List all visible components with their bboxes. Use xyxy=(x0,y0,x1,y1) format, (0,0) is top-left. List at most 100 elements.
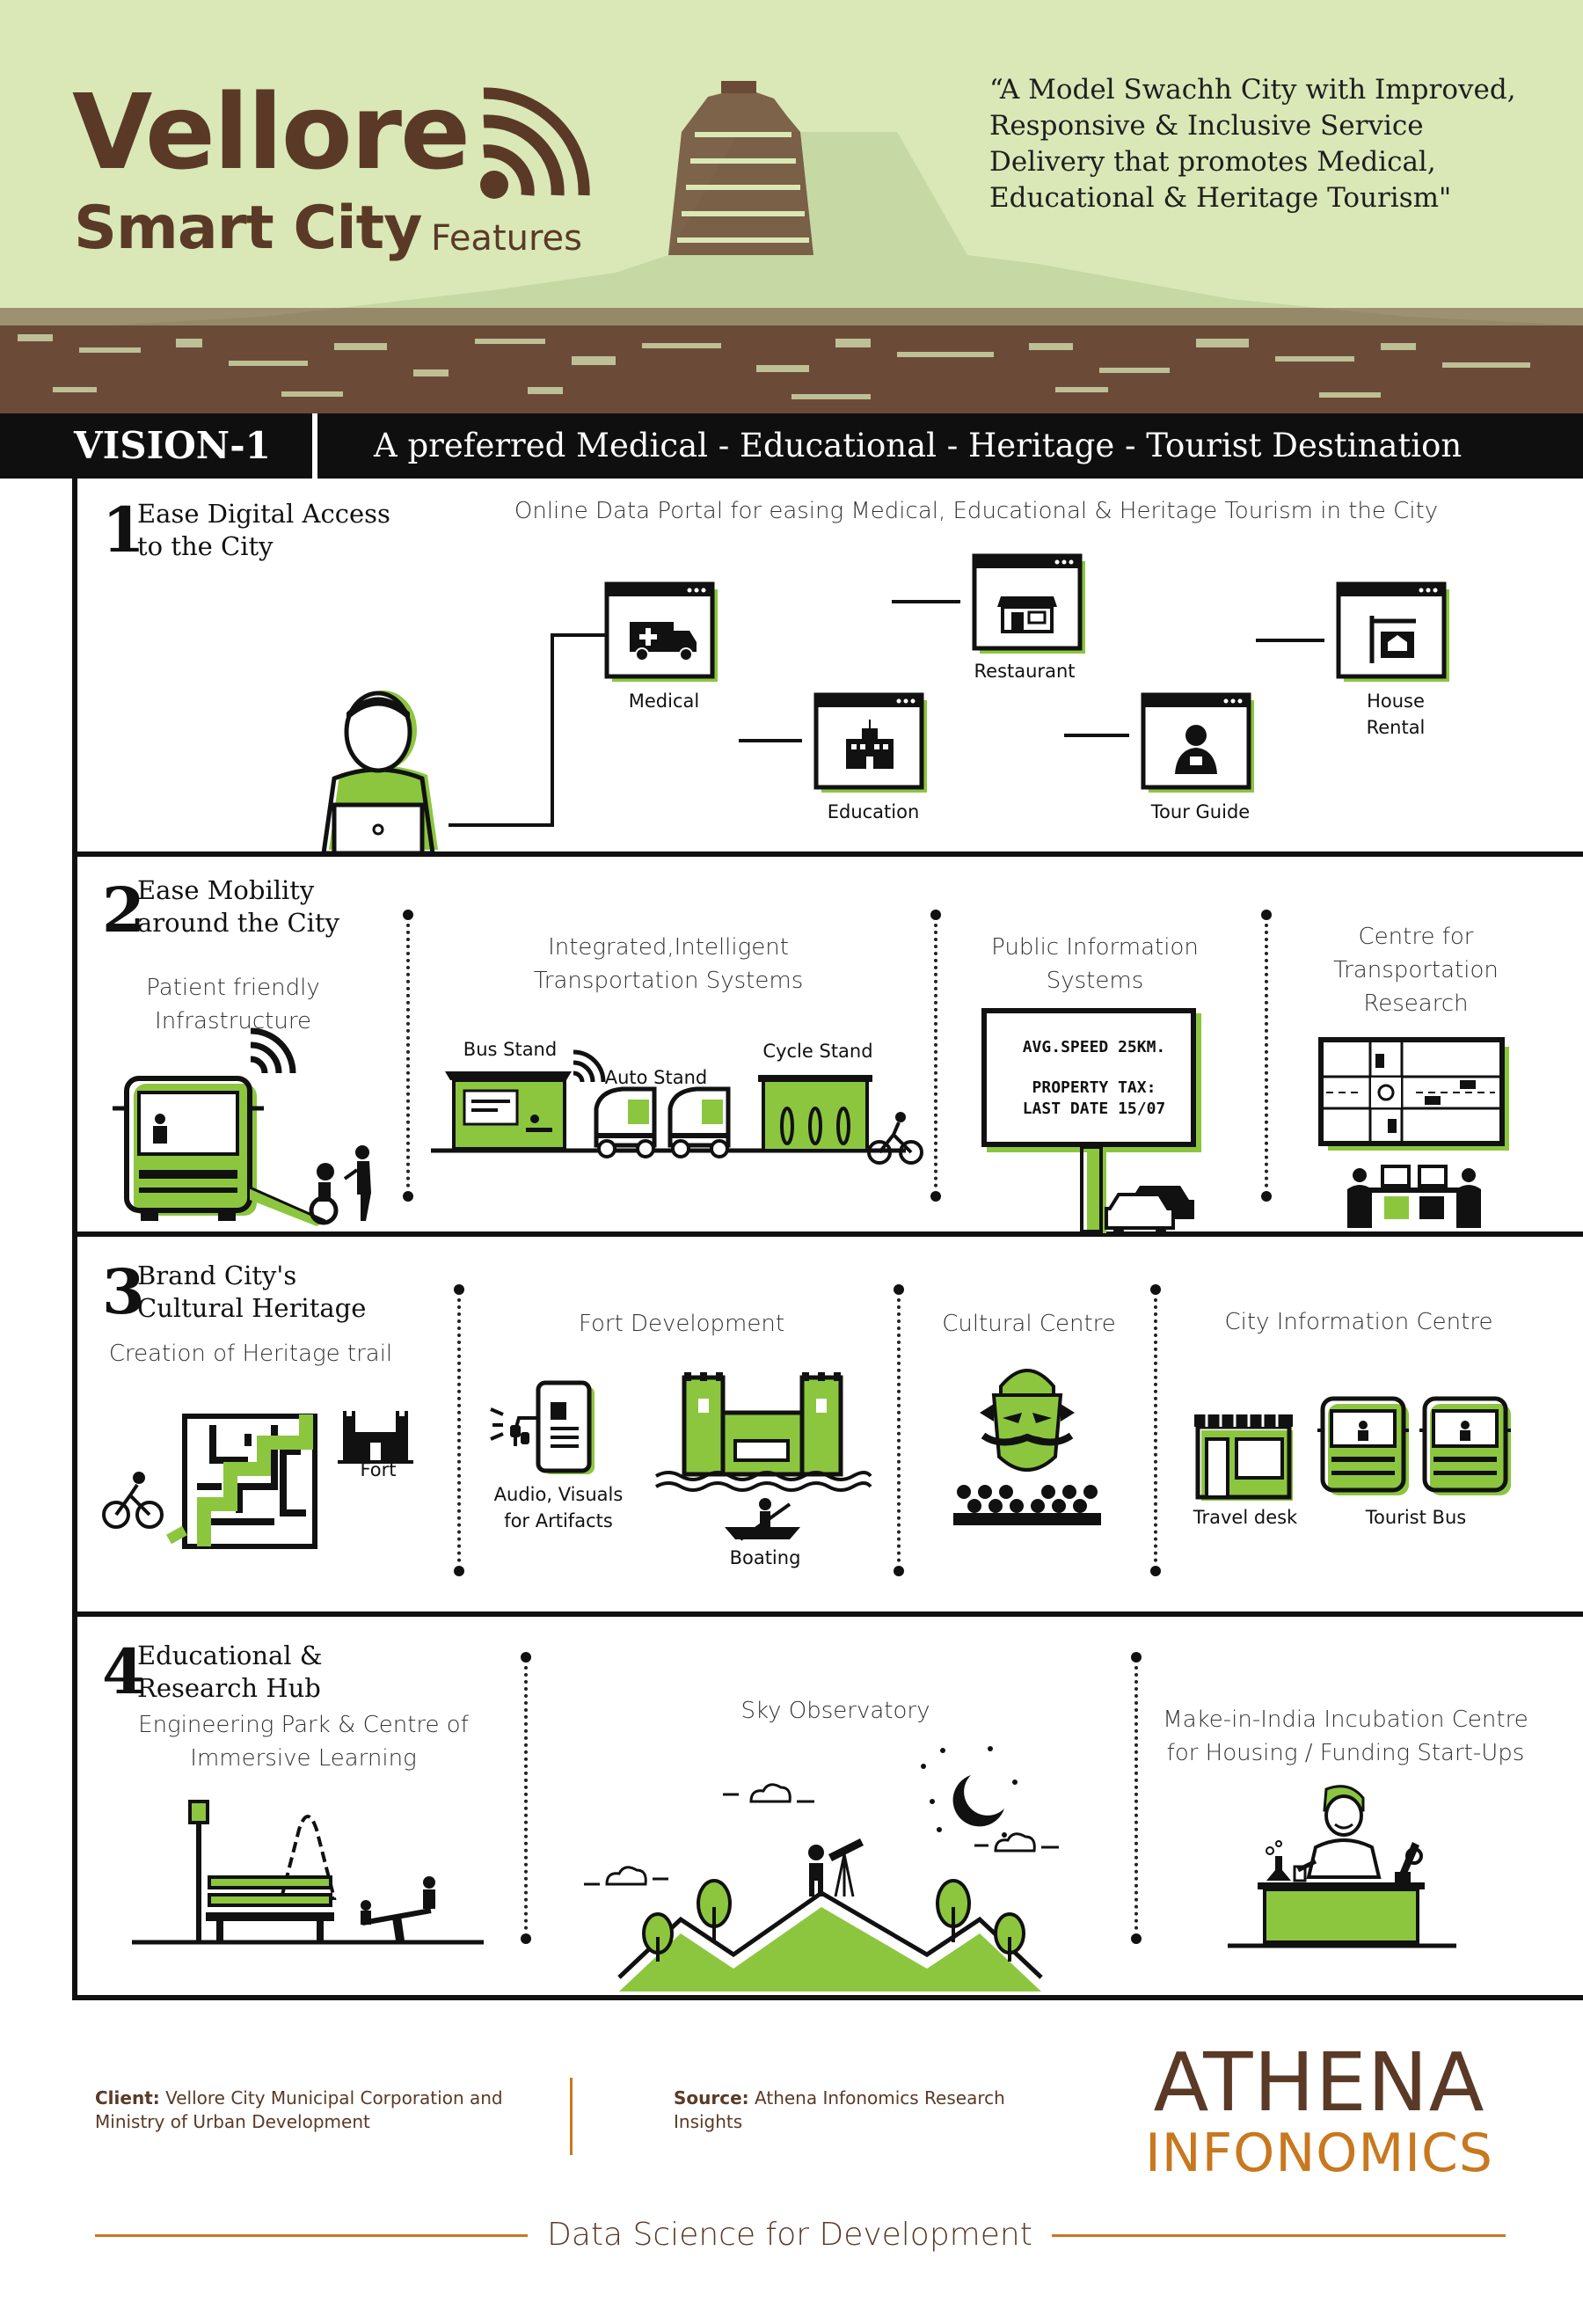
vision-text: A preferred Medical - Educational - Heri… xyxy=(374,427,1463,464)
fort-label: Fort xyxy=(360,1459,397,1480)
separator-dot xyxy=(454,1284,464,1295)
accessible-bus-icon xyxy=(113,1027,371,1226)
separator-dot xyxy=(1150,1284,1161,1295)
vision-divider xyxy=(312,413,317,479)
sky-observatory-illustration xyxy=(584,1746,1059,1991)
incubation-lab-icon xyxy=(1228,1785,1456,1948)
cultural-centre-caption: Cultural Centre xyxy=(942,1311,1116,1337)
wifi-signal-icon xyxy=(480,87,590,199)
tour-guide-window-icon xyxy=(1141,692,1254,793)
info-billboard-screen xyxy=(981,1008,1196,1147)
cultural-mask-icon xyxy=(953,1369,1101,1525)
billboard-line2: PROPERTY TAX: xyxy=(1032,1078,1156,1097)
section4-number: 4 xyxy=(102,1635,145,1708)
title-vellore: Vellore xyxy=(72,71,471,193)
education-label: Education xyxy=(827,801,920,822)
section-divider-1 xyxy=(72,851,1583,857)
section1-title-line1: Ease Digital Access xyxy=(137,499,390,529)
education-window-icon xyxy=(813,692,927,793)
source-text: Athena Infonomics Research Insights xyxy=(674,2087,1005,2132)
section4-title-line2: Research Hub xyxy=(137,1673,321,1703)
dotted-separator xyxy=(1154,1298,1157,1562)
audio-visuals-label: Audio, Visuals for Artifacts xyxy=(493,1484,624,1531)
user-laptop-icon xyxy=(321,691,438,856)
section3-number: 3 xyxy=(102,1255,145,1328)
audio-guide-phone-icon xyxy=(490,1380,595,1474)
house-rental-label: House Rental xyxy=(1366,691,1426,738)
brand-athena: ATHENA xyxy=(1153,2035,1485,2130)
bus-stand-label: Bus Stand xyxy=(463,1039,558,1060)
section4-title-line1: Educational & xyxy=(137,1641,323,1670)
title-features: Features xyxy=(431,218,582,259)
vision-quote: “A Model Swachh City with Improved, Resp… xyxy=(989,74,1516,214)
separator-dot xyxy=(930,910,941,920)
make-in-india-caption: Make-in-India Incubation Centre for Hous… xyxy=(1163,1706,1528,1766)
separator-dot xyxy=(521,1933,531,1944)
billboard-line3: LAST DATE 15/07 xyxy=(1022,1100,1166,1118)
fort-development-caption: Fort Development xyxy=(578,1311,785,1337)
separator-dot xyxy=(521,1652,531,1663)
temple-skyline-illustration xyxy=(0,81,1583,413)
footer-divider xyxy=(570,2078,573,2155)
vision-label: VISION-1 xyxy=(74,424,271,467)
house-rental-window-icon xyxy=(1336,581,1449,682)
dotted-separator xyxy=(897,1298,901,1562)
section1-title-line2: to the City xyxy=(137,531,274,561)
section1-caption: Online Data Portal for easing Medical, E… xyxy=(514,498,1439,524)
dotted-separator xyxy=(1134,1666,1138,1930)
travel-desk-icon xyxy=(1194,1414,1293,1501)
client-info: Client: Vellore City Municipal Corporati… xyxy=(95,2086,508,2134)
sky-observatory-caption: Sky Observatory xyxy=(740,1698,930,1724)
separator-dot xyxy=(1131,1933,1142,1944)
portal-connector-lines xyxy=(449,600,1324,827)
separator-dot xyxy=(454,1566,464,1576)
section3-title-line2: Cultural Heritage xyxy=(137,1293,367,1323)
separator-dot xyxy=(894,1566,904,1576)
separator-dot xyxy=(403,1191,413,1202)
section2-title-line2: around the City xyxy=(137,908,339,938)
dotted-separator xyxy=(934,924,937,1188)
left-frame-line xyxy=(72,479,77,2000)
travel-desk-label: Travel desk xyxy=(1193,1507,1298,1528)
boating-label: Boating xyxy=(729,1547,801,1568)
section1-number: 1 xyxy=(102,493,145,566)
research-team-icon xyxy=(1347,1165,1481,1228)
header-banner: Vellore Smart City Features “A Model Swa… xyxy=(0,0,1583,413)
tour-guide-label: Tour Guide xyxy=(1150,801,1251,822)
dotted-separator xyxy=(1265,924,1268,1188)
tagline-rule-left xyxy=(95,2234,528,2237)
source-info: Source: Athena Infonomics Research Insig… xyxy=(674,2086,1078,2134)
client-text: Vellore City Municipal Corporation and M… xyxy=(95,2087,503,2132)
pis-caption: Public Information Systems xyxy=(991,934,1199,994)
vision-bar: VISION-1 A preferred Medical - Education… xyxy=(0,413,1583,479)
section2-title-line1: Ease Mobility xyxy=(137,875,315,905)
separator-dot xyxy=(403,910,413,920)
billboard-pole-and-cars xyxy=(1047,1145,1194,1237)
auto-stand-label: Auto Stand xyxy=(604,1067,708,1088)
medical-window-icon xyxy=(604,581,718,682)
separator-dot xyxy=(1261,910,1272,920)
city-info-centre-caption: City Information Centre xyxy=(1224,1309,1493,1335)
section-divider-3 xyxy=(72,1611,1583,1617)
restaurant-label: Restaurant xyxy=(974,661,1076,682)
heritage-trail-caption: Creation of Heritage trail xyxy=(108,1341,393,1367)
separator-dot xyxy=(894,1284,904,1295)
tourist-bus-icon-1 xyxy=(1317,1396,1409,1495)
tourist-bus-icon-2 xyxy=(1419,1396,1511,1495)
transport-stands-illustration xyxy=(431,1049,923,1165)
section3-title-line1: Brand City's xyxy=(137,1261,297,1290)
separator-dot xyxy=(1131,1652,1142,1663)
dotted-separator xyxy=(406,924,410,1188)
separator-dot xyxy=(1261,1191,1272,1202)
source-label: Source: xyxy=(674,2087,749,2108)
ctr-caption: Centre for Transportation Research xyxy=(1333,924,1499,1017)
brand-infonomics: INFONOMICS xyxy=(1145,2123,1493,2184)
section2-number: 2 xyxy=(102,873,145,946)
separator-dot xyxy=(1150,1566,1161,1576)
park-bench-icon xyxy=(132,1800,484,1945)
medical-label: Medical xyxy=(628,691,700,712)
fort-boating-illustration xyxy=(655,1372,872,1541)
title-smart-city: Smart City xyxy=(74,194,422,263)
section-divider-2 xyxy=(72,1231,1583,1237)
dotted-separator xyxy=(457,1298,461,1562)
